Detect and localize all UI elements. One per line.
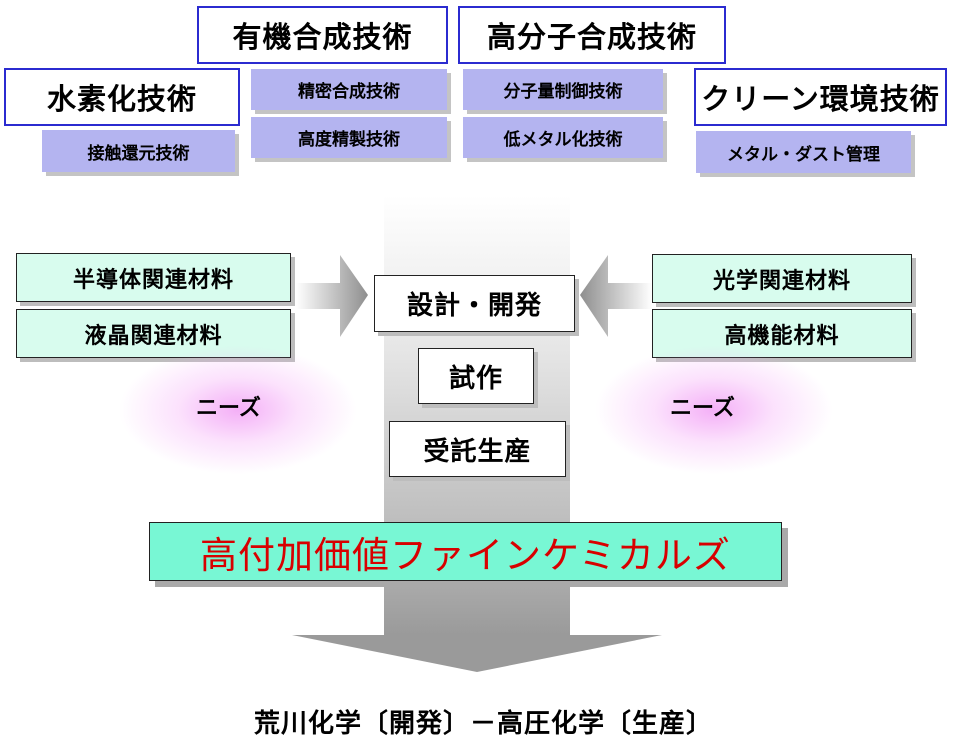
right-needs-arrow — [580, 255, 652, 337]
sub-label: 接触還元技術 — [87, 143, 190, 164]
tech-label: 水素化技術 — [46, 82, 197, 116]
process-contract-manufacturing: 受託生産 — [389, 421, 566, 477]
fine-chemicals-banner: 高付加価値ファインケミカルズ — [149, 522, 782, 581]
sub-label: 分子量制御技術 — [503, 82, 623, 102]
material-optical: 光学関連材料 — [652, 254, 912, 303]
down-arrow-head — [292, 635, 662, 672]
sub-catalytic-reduction: 接触還元技術 — [42, 130, 235, 172]
process-label: 設計・開発 — [406, 291, 542, 321]
sub-molecular-weight-control: 分子量制御技術 — [463, 69, 663, 110]
tech-label: 高分子合成技術 — [486, 20, 697, 54]
tech-clean-environment: クリーン環境技術 — [694, 68, 947, 126]
tech-label: 有機合成技術 — [232, 20, 413, 54]
process-prototype: 試作 — [418, 348, 534, 404]
sub-low-metal: 低メタル化技術 — [463, 117, 663, 158]
left-needs-arrow — [296, 255, 368, 337]
process-label: 試作 — [448, 363, 503, 394]
sub-label: 精密合成技術 — [298, 82, 400, 102]
process-label: 受託生産 — [423, 436, 532, 467]
material-semiconductor: 半導体関連材料 — [16, 253, 291, 302]
sub-precision-synthesis: 精密合成技術 — [251, 69, 447, 110]
sub-label: メタル・ダスト管理 — [727, 144, 880, 165]
needs-glow-right — [594, 345, 834, 475]
material-high-performance: 高機能材料 — [652, 309, 912, 358]
tech-polymer-synthesis: 高分子合成技術 — [458, 6, 726, 64]
banner-label: 高付加価値ファインケミカルズ — [200, 533, 731, 577]
sub-label: 低メタル化技術 — [503, 130, 623, 150]
needs-glow-left — [118, 345, 358, 475]
tech-hydrogenation: 水素化技術 — [4, 68, 240, 126]
needs-label-left: ニーズ — [196, 396, 261, 421]
process-design-development: 設計・開発 — [374, 275, 575, 332]
material-label: 半導体関連材料 — [72, 267, 234, 293]
footer-caption: 荒川化学〔開発〕－高圧化学〔生産〕 — [253, 709, 713, 739]
material-label: 液晶関連材料 — [84, 323, 223, 349]
sub-metal-dust-management: メタル・ダスト管理 — [696, 131, 911, 173]
needs-label-right: ニーズ — [670, 396, 735, 421]
tech-organic-synthesis: 有機合成技術 — [197, 6, 448, 64]
sub-label: 高度精製技術 — [298, 130, 400, 150]
tech-label: クリーン環境技術 — [701, 82, 940, 116]
material-label: 光学関連材料 — [712, 268, 851, 294]
material-label: 高機能材料 — [724, 323, 840, 349]
sub-advanced-purification: 高度精製技術 — [251, 117, 447, 158]
